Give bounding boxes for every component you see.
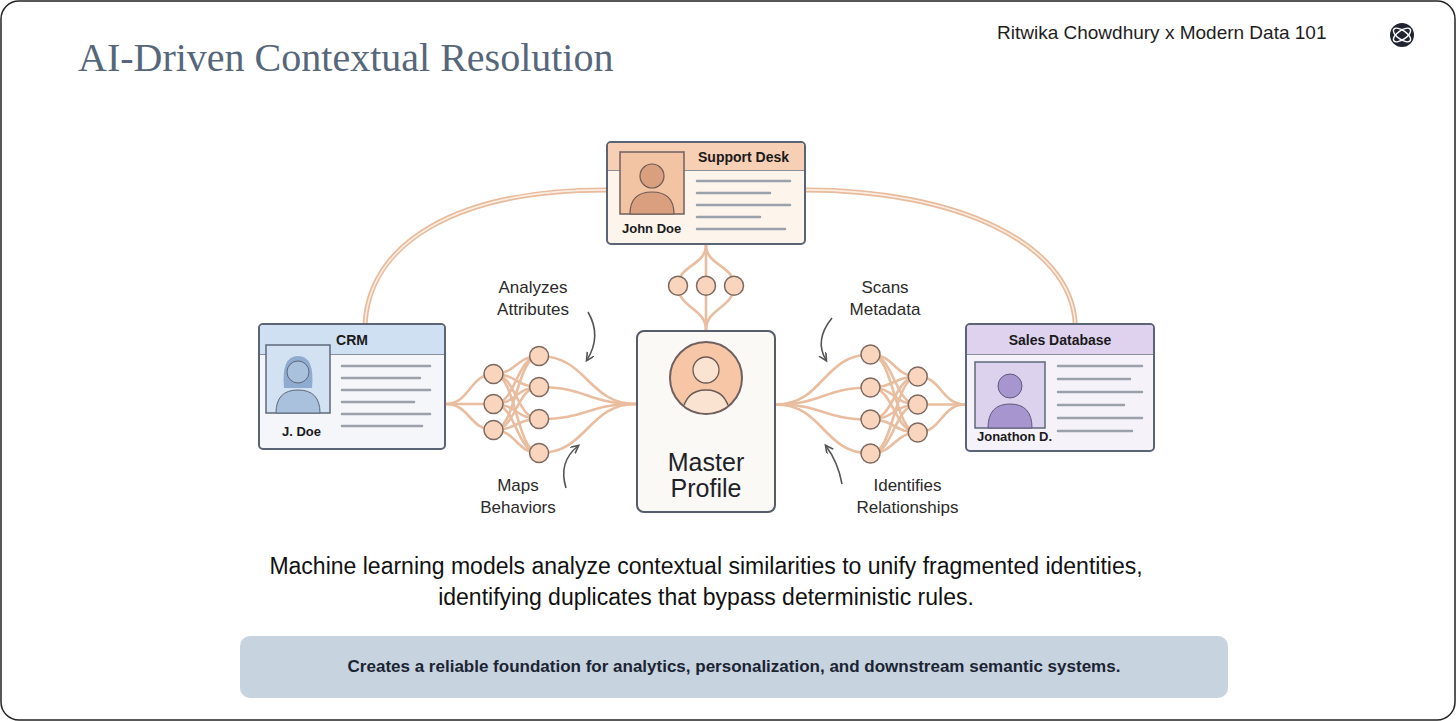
connector-line [365,190,606,323]
network-neuron [530,347,549,366]
network-link [776,388,871,405]
callout-label: Identifies Relationships [845,475,970,519]
person-name: Jonathon D. [977,429,1052,445]
box-label: Master Profile [638,449,774,501]
network-link [539,356,636,404]
card-header: Sales Database [967,325,1153,355]
person-name: J. Doe [282,424,321,440]
network-neuron [484,421,503,440]
network-neuron [669,276,688,295]
network-neuron [484,395,503,414]
network-neuron [861,378,880,397]
network-neuron [530,444,549,463]
logo-icon [1390,23,1414,47]
network-neuron [484,365,503,384]
person-name: John Doe [622,221,681,237]
callout-label: Scans Metadata [835,277,935,321]
connector [446,347,636,463]
network-neuron [697,276,716,295]
network-neuron [861,444,880,463]
connector [365,190,606,323]
connector [669,245,744,330]
connector-line [806,190,1075,323]
callout-label: Analyzes Attributes [483,277,583,321]
card-header: Support Desk [608,143,804,171]
network-link [776,355,871,405]
source-card: CRM J. Doe [258,323,446,450]
title: AI-Driven Contextual Resolution [78,34,613,82]
summary-band: Creates a reliable foundation for analyt… [240,636,1228,698]
network-link [539,404,636,453]
network-neuron [908,423,927,442]
master-profile-box: Master Profile [636,330,776,513]
credit-label: Ritwika Chowdhury x Modern Data 101 [997,22,1397,44]
network-neuron [861,410,880,429]
network-neuron [530,410,549,429]
network-neuron [908,367,927,386]
network-neuron [861,345,880,364]
card-header: CRM [260,325,444,355]
connector-line [806,190,1075,323]
network-link [776,405,871,454]
connector [776,345,965,463]
source-card: Support DeskJohn Doe [606,141,806,245]
network-neuron [530,378,549,397]
network-link [539,387,636,404]
source-card: Sales DatabaseJonathon D. [965,323,1155,452]
band-text: Creates a reliable foundation for analyt… [348,657,1121,677]
connector-line [365,190,606,323]
connector [806,190,1075,323]
network-neuron [725,276,744,295]
caption: Machine learning models analyze contextu… [246,551,1166,613]
callout-label: Maps Behaviors [468,475,568,519]
network-neuron [908,395,927,414]
